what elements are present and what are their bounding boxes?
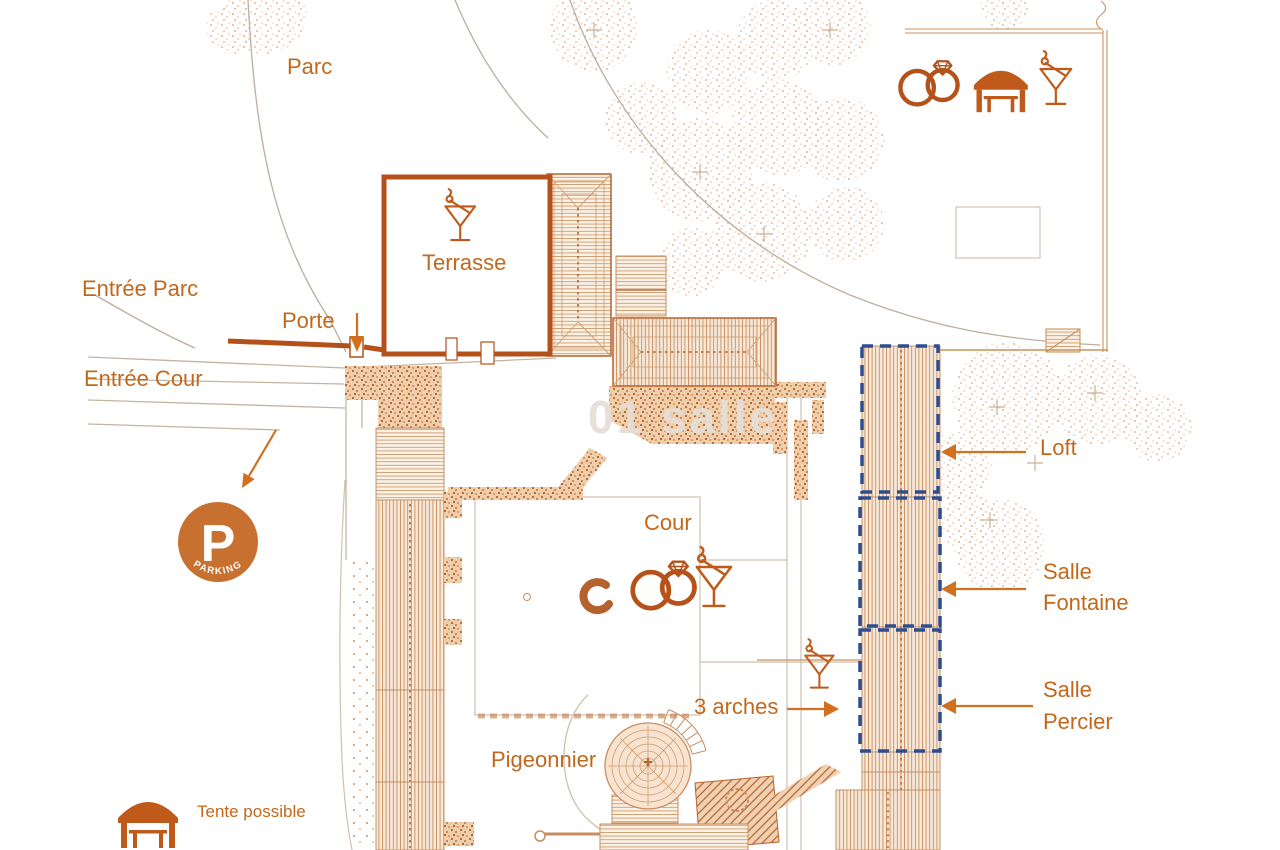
watermark: 01 salle [588,391,779,443]
wedding-rings-icon [900,61,957,104]
loft-arrow [941,444,1026,460]
east-alley [700,382,862,850]
parking-arrow [242,429,277,488]
tent-pavilion-icon [973,70,1028,113]
label-3-arches: 3 arches [694,694,779,719]
label-salle-fontaine-2: Fontaine [1043,590,1129,615]
salle-percier-arrow [941,698,1033,714]
room-highlight-boxes [858,344,942,753]
pigeonnier-stairs [663,709,707,755]
park-paths [94,0,1101,353]
salle-fontaine-arrow [941,581,1026,597]
north-boundary [862,0,1108,353]
label-cour: Cour [644,510,692,535]
label-entree-cour: Entrée Cour [84,366,203,391]
label-loft: Loft [1040,435,1077,460]
salle-percier-box [858,628,942,753]
salle-fontaine-box [858,496,942,628]
label-porte: Porte [282,308,335,333]
label-tente-possible: Tente possible [197,802,306,821]
parking-badge: P PARKING [178,502,258,582]
building-west-wing [339,427,474,850]
pigeonnier-group [534,694,841,850]
label-salle-percier-2: Percier [1043,709,1113,734]
label-salle-percier-1: Salle [1043,677,1092,702]
label-entree-parc: Entrée Parc [82,276,199,301]
loft-box [860,344,940,494]
cocktail-icon [804,638,835,689]
building-east-wing [835,345,941,850]
building-roof-horizontal [612,317,777,387]
cocktail-icon [1039,50,1073,105]
arches-arrow [787,701,839,717]
label-salle-fontaine-1: Salle [1043,559,1092,584]
tent-pavilion-icon [118,802,178,848]
label-terrasse: Terrasse [422,250,507,275]
building-roof-vertical [546,173,612,357]
annotation-arrows [242,313,1033,717]
label-pigeonnier: Pigeonnier [491,747,597,772]
tree-center-marks [586,22,1103,528]
cocktail-icon [695,545,733,608]
building-north-stipple [345,366,775,500]
building-roof-small [615,255,667,317]
spiral-stair-mark [579,578,613,615]
label-parc: Parc [287,54,333,79]
parking-letter: P [201,515,236,573]
porte-arrow [350,313,364,352]
